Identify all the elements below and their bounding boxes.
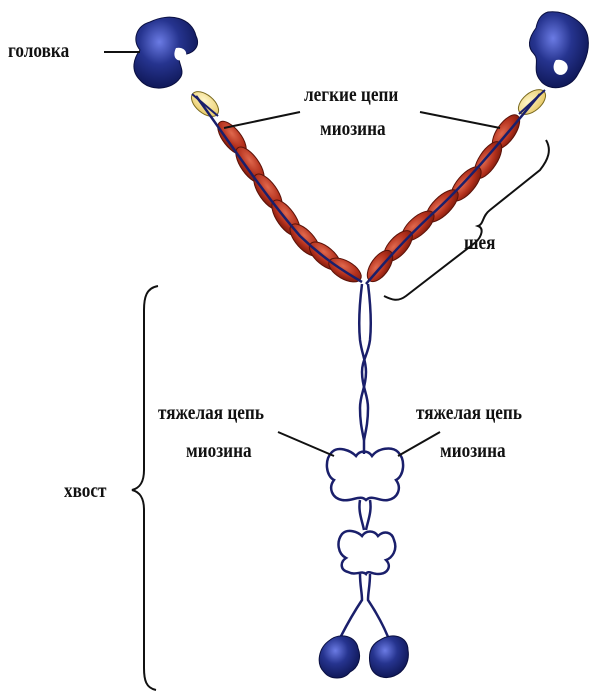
heavy-chain-link	[359, 500, 370, 530]
right-neck-red-chain	[362, 94, 540, 286]
heavy-chain-domain-upper	[327, 440, 403, 500]
leader-lines	[104, 52, 500, 456]
bottom-right-head	[369, 636, 408, 678]
heavy-chain-tail	[359, 284, 371, 440]
light-chain-label-line2: миозина	[320, 118, 386, 139]
heavy-chain-leader-right	[398, 432, 440, 456]
neck-brace	[384, 140, 549, 300]
light-chain-leader-right	[420, 112, 500, 128]
left-myosin-head	[134, 17, 198, 88]
light-chain-leader-left	[224, 112, 300, 128]
tail-label: хвост	[64, 480, 107, 501]
head-label: головка	[8, 40, 69, 61]
tail-brace	[132, 286, 158, 690]
heavy-chain-domain-lower	[339, 531, 396, 574]
right-myosin-head	[530, 12, 589, 88]
heavy-chain-left-line1: тяжелая цепь	[158, 402, 264, 423]
left-light-chain-yellow	[187, 87, 223, 121]
bottom-left-head	[319, 636, 359, 678]
light-chain-label-line1: легкие цепи	[304, 84, 398, 105]
heavy-chain-right-line2: миозина	[440, 440, 506, 461]
neck-label: шея	[464, 232, 496, 253]
heavy-chain-lower-strands	[338, 574, 390, 642]
heavy-chain-left-line2: миозина	[186, 440, 252, 461]
heavy-chain-leader-left	[278, 432, 334, 456]
heavy-chain-right-line1: тяжелая цепь	[416, 402, 522, 423]
